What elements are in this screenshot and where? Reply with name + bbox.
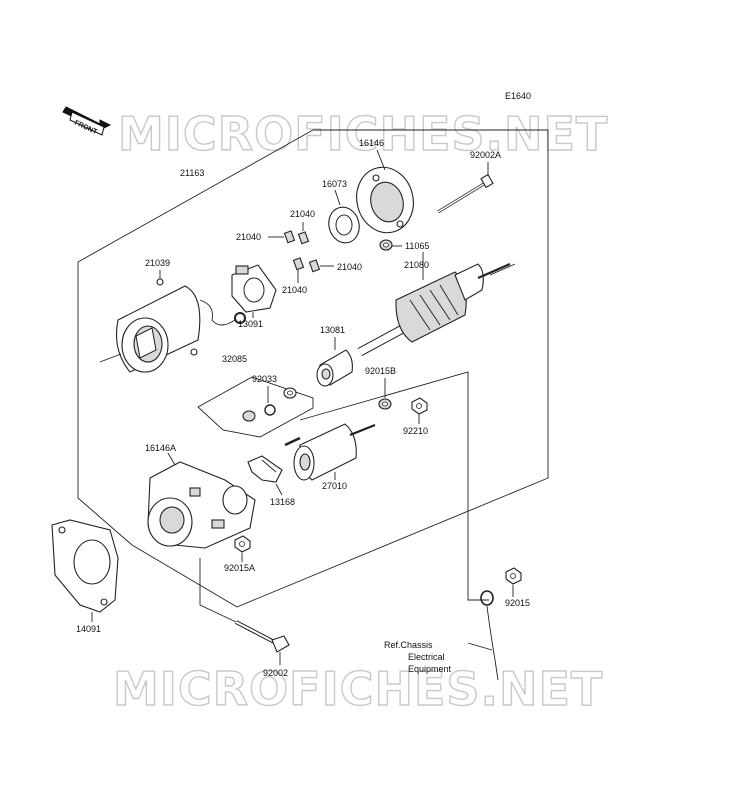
label-92002: 92002 bbox=[263, 668, 288, 678]
label-92033: 92033 bbox=[252, 374, 277, 384]
watermark-bottom: MICROFICHES.NET bbox=[113, 662, 603, 716]
assembly-frame bbox=[77, 129, 549, 608]
part-92015b-nut bbox=[378, 398, 392, 410]
reference-note-line-2: Electrical bbox=[408, 652, 445, 662]
part-92033-circlip bbox=[264, 404, 276, 416]
label-21039: 21039 bbox=[145, 258, 170, 268]
part-16146-end-cover bbox=[356, 166, 414, 234]
label-21040-left: 21040 bbox=[236, 232, 261, 242]
part-13168-shift-lever bbox=[247, 455, 283, 483]
label-92210: 92210 bbox=[403, 426, 428, 436]
part-27010-solenoid bbox=[284, 423, 376, 481]
part-32085-spring bbox=[242, 410, 256, 422]
part-13091-brush-holder bbox=[231, 264, 277, 313]
part-21040-brush-b bbox=[297, 231, 310, 245]
part-92033-washer bbox=[283, 387, 297, 399]
label-92015a: 92015A bbox=[224, 563, 255, 573]
label-16073: 16073 bbox=[322, 179, 347, 189]
front-arrow-icon: FRONT bbox=[62, 106, 112, 136]
battery-cable bbox=[480, 590, 499, 681]
label-92002a: 92002A bbox=[470, 150, 501, 160]
part-21039-yoke bbox=[115, 278, 246, 373]
label-16146a: 16146A bbox=[145, 443, 176, 453]
subassembly-frame-solenoid bbox=[299, 371, 489, 601]
label-21080-visible: 21080 bbox=[404, 260, 429, 270]
part-92015-nut bbox=[505, 567, 522, 585]
label-21040-bottom: 21040 bbox=[282, 285, 307, 295]
label-11065: 11065 bbox=[405, 241, 429, 251]
label-21163: 21163 bbox=[180, 168, 204, 178]
diagram-code: E1640 bbox=[505, 91, 531, 101]
reference-note: Ref.Chassis Electrical Equipment bbox=[384, 640, 452, 674]
part-13081-pinion bbox=[316, 349, 353, 387]
label-13081: 13081 bbox=[320, 325, 345, 335]
label-16146: 16146 bbox=[359, 138, 384, 148]
part-92002a-through-bolt bbox=[437, 173, 494, 214]
part-21040-brush-a bbox=[283, 230, 296, 244]
part-92015a-nut bbox=[234, 535, 251, 553]
part-92210-nut bbox=[411, 397, 428, 415]
label-27010: 27010 bbox=[322, 481, 347, 491]
subassembly-frame-32085 bbox=[197, 376, 314, 438]
label-92015: 92015 bbox=[505, 598, 530, 608]
part-11065-grommet bbox=[379, 239, 393, 251]
part-16146a-drive-housing bbox=[147, 461, 256, 549]
label-13168: 13168 bbox=[270, 497, 295, 507]
part-16073-brush-plate bbox=[328, 206, 360, 244]
label-92015b: 92015B bbox=[365, 366, 396, 376]
part-labels: 16146 92002A 21163 16073 21040 21040 210… bbox=[76, 138, 530, 678]
label-13091: 13091 bbox=[238, 319, 263, 329]
label-14091: 14091 bbox=[76, 624, 101, 634]
label-32085: 32085 bbox=[222, 354, 247, 364]
label-21040-top: 21040 bbox=[290, 209, 315, 219]
reference-note-line-1: Ref.Chassis bbox=[384, 640, 433, 650]
part-21040-brush-c bbox=[292, 257, 305, 271]
label-21040-right: 21040 bbox=[337, 262, 362, 272]
part-21040-brush-d bbox=[308, 259, 321, 273]
reference-note-line-3: Equipment bbox=[408, 664, 452, 674]
part-21080-armature bbox=[357, 262, 511, 356]
part-92002-mounting-bolt bbox=[235, 620, 290, 653]
part-14091-cover-plate bbox=[51, 519, 119, 613]
watermark-top: MICROFICHES.NET bbox=[118, 107, 608, 161]
